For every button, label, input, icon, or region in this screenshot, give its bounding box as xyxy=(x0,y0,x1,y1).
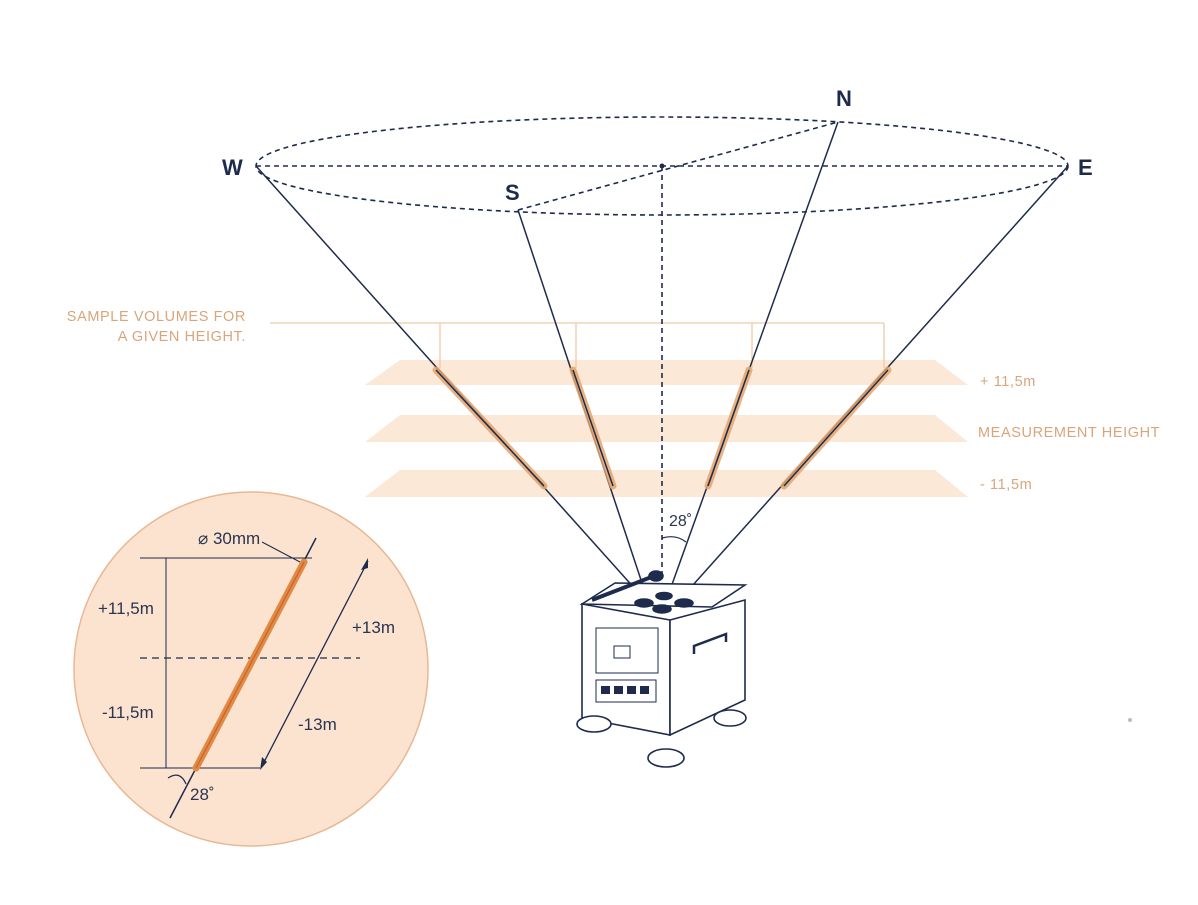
band-lower xyxy=(365,470,968,497)
device-outlet-3 xyxy=(674,598,694,608)
height-bands xyxy=(365,360,968,497)
scanner-head xyxy=(591,574,655,602)
compass-north: N xyxy=(836,86,852,111)
band-upper xyxy=(365,360,968,385)
device-foot-3 xyxy=(713,709,747,727)
inset-upper-offset: +11,5m xyxy=(98,599,154,618)
device-outlet-1 xyxy=(634,598,654,608)
inset-diameter-label: ⌀ 30mm xyxy=(198,529,260,548)
device-handle xyxy=(692,632,728,654)
inset-detail: ⌀ 30mm +11,5m -11,5m +13m -13m 28˚ xyxy=(73,491,429,847)
band-middle xyxy=(365,415,968,442)
south-north-axis xyxy=(517,121,839,211)
beam-north xyxy=(669,121,839,591)
device-connectors xyxy=(595,679,657,703)
compass-east: E xyxy=(1078,155,1093,180)
beam-angle-label: 28˚ xyxy=(669,513,692,530)
level-lower-label: - 11,5m xyxy=(980,477,1032,493)
device-outlet-2 xyxy=(652,604,672,614)
lidar-device xyxy=(576,570,748,768)
inset-angle-label: 28˚ xyxy=(190,785,215,804)
beam-angle-arc xyxy=(661,536,687,543)
compass-south: S xyxy=(505,180,520,205)
device-outlet-4 xyxy=(655,591,673,601)
ellipse-center xyxy=(659,163,665,169)
inset-angle-arc xyxy=(167,774,187,785)
sample-label-line1: SAMPLE VOLUMES FOR xyxy=(67,309,246,325)
level-upper-label: + 11,5m xyxy=(980,374,1036,390)
length-dimension-line xyxy=(261,560,369,767)
inset-upper-length: +13m xyxy=(352,618,395,637)
compass-west: W xyxy=(222,155,243,180)
length-arrow-bottom xyxy=(260,757,267,770)
length-arrow-top xyxy=(361,558,368,570)
stray-dot xyxy=(1128,718,1132,722)
inset-lower-offset: -11,5m xyxy=(102,703,154,722)
sample-volume-core-lines xyxy=(435,369,889,487)
level-middle-label: MEASUREMENT HEIGHT xyxy=(978,425,1160,441)
diameter-leader xyxy=(261,541,301,563)
device-foot-1 xyxy=(576,715,612,733)
inset-lower-length: -13m xyxy=(298,715,337,734)
device-foot-2 xyxy=(647,748,685,768)
scan-circle xyxy=(255,116,1069,580)
sample-label-line2: A GIVEN HEIGHT. xyxy=(118,329,246,345)
